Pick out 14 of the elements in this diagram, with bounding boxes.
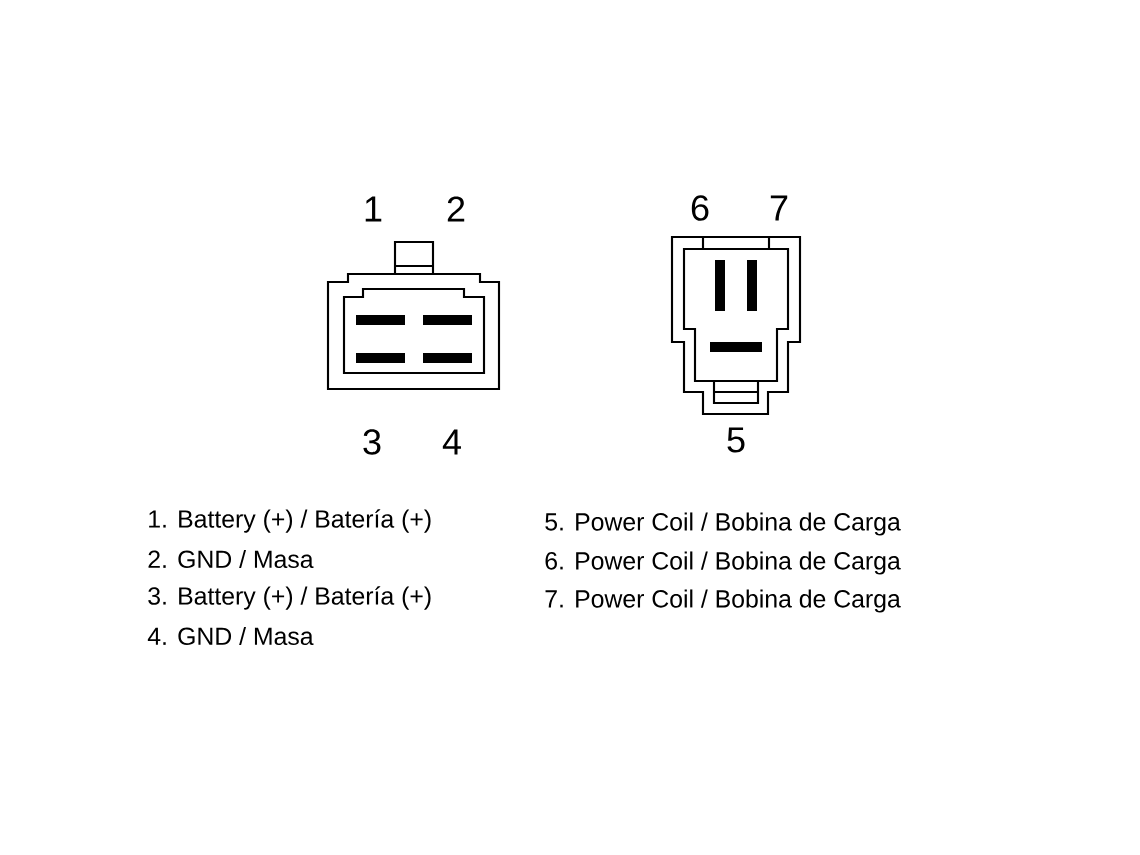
pin-number: 5 [727, 427, 745, 453]
pin-description: 6. Power Coil / Bobina de Carga [545, 551, 901, 575]
pin-number: 6 [691, 195, 709, 221]
pin-number: 3 [363, 429, 381, 455]
pin-description: 7. Power Coil / Bobina de Carga [545, 589, 901, 613]
pin-description: 5. Power Coil / Bobina de Carga [545, 512, 901, 536]
pin-description: 3. Battery (+) / Batería (+) [148, 586, 431, 610]
pin-number: 4 [442, 429, 461, 455]
pin-description: 4. GND / Masa [147, 626, 314, 646]
pin-description: 2. GND / Masa [148, 549, 314, 569]
pin-number: 1 [365, 196, 382, 222]
pin-number: 7 [770, 195, 788, 221]
pin-number: 2 [447, 196, 465, 222]
pin-description: 1. Battery (+) / Batería (+) [149, 509, 431, 533]
